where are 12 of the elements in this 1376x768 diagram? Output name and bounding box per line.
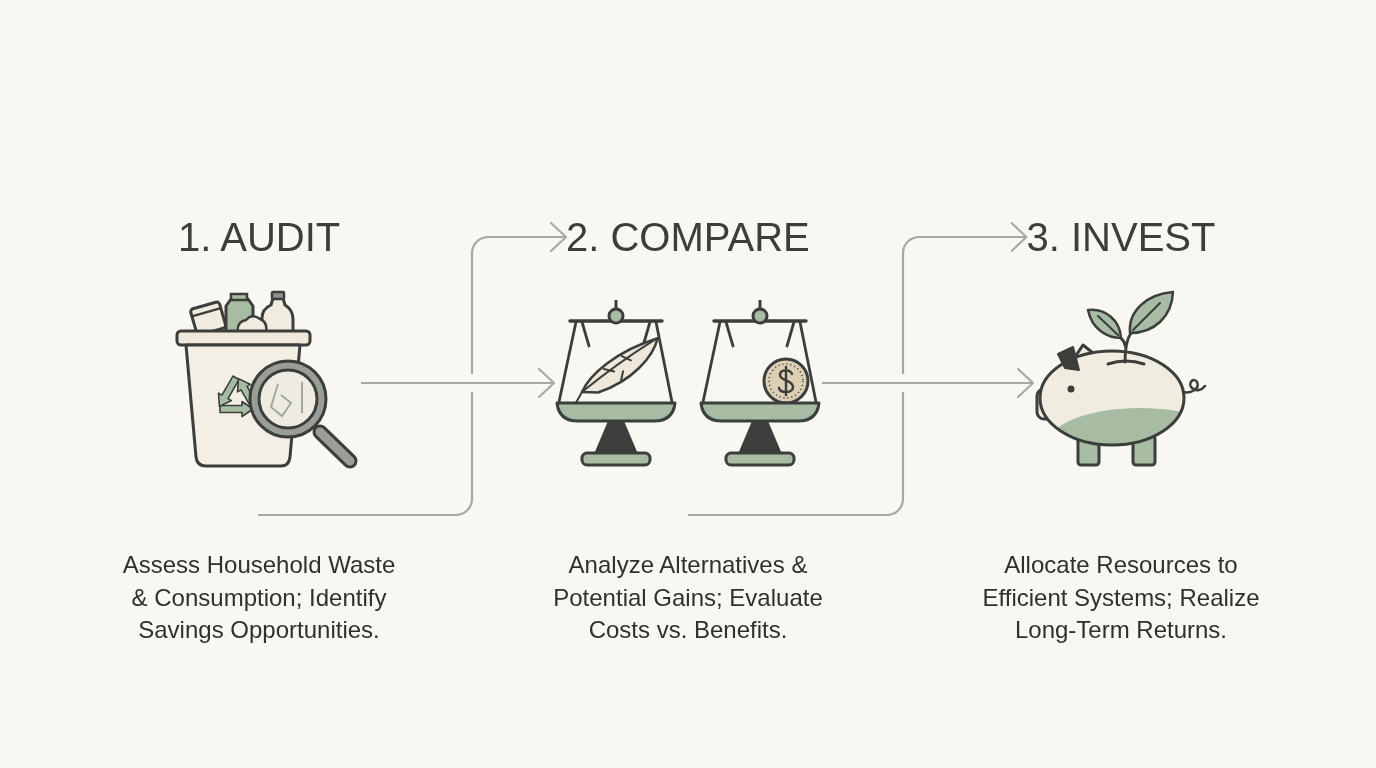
- arrow: [361, 367, 556, 399]
- step-description: Analyze Alternatives & Potential Gains; Evaluate Costs vs. Benefits.: [552, 550, 824, 645]
- arrow: [686, 221, 1028, 517]
- piggy-bank-with-sprout-illustration: [1033, 289, 1209, 469]
- step-heading: 1. AUDIT: [178, 217, 341, 257]
- step-heading: 2. COMPARE: [566, 217, 810, 257]
- arrow: [822, 367, 1035, 399]
- balance-scales-illustration: [554, 298, 822, 468]
- step-heading: 3. INVEST: [1026, 217, 1216, 257]
- arrow: [256, 221, 568, 517]
- step-description: Assess Household Waste & Consumption; Identify Savings Opportunities.: [121, 550, 397, 645]
- step-description: Allocate Resources to Efficient Systems; Realize Long-Term Returns.: [981, 550, 1261, 645]
